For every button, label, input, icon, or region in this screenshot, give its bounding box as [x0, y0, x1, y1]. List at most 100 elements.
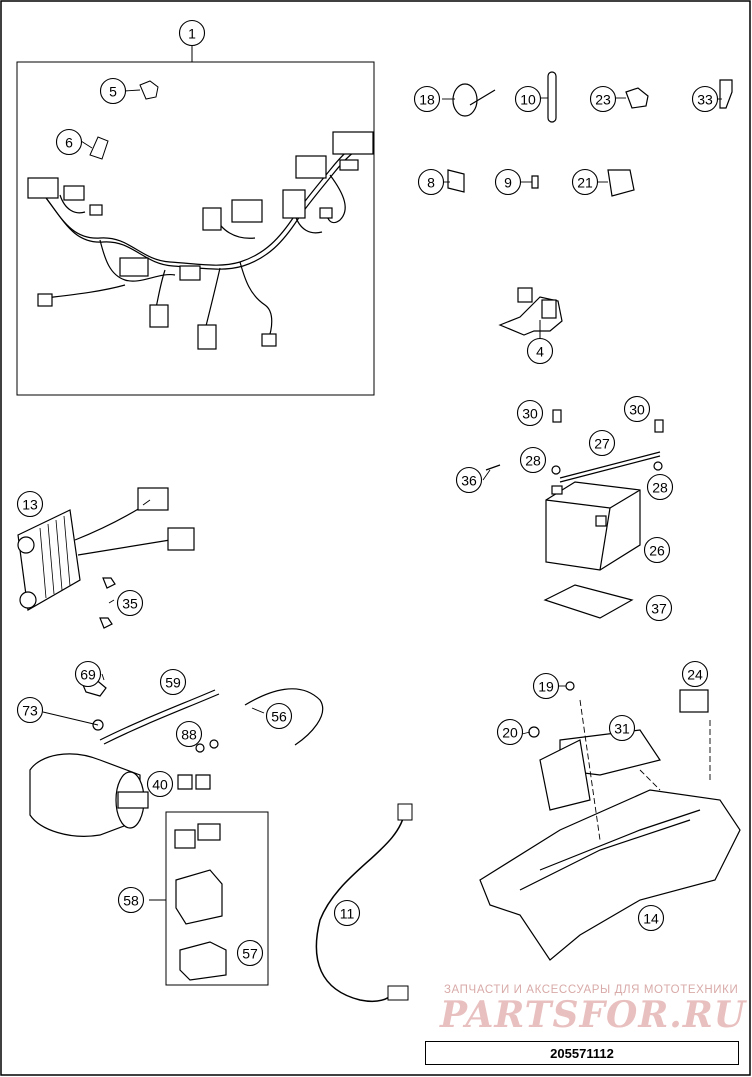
callout-circle — [519, 446, 547, 474]
callout-circle — [623, 395, 651, 423]
callout-c6: 6 — [55, 128, 83, 156]
drawing-number-box: 205571112 — [425, 1041, 739, 1065]
callout-circle — [494, 168, 522, 196]
callout-c19: 19 — [532, 672, 560, 700]
callout-c36: 36 — [455, 466, 483, 494]
callout-c28a: 28 — [519, 446, 547, 474]
callout-circle — [637, 904, 665, 932]
callout-circle — [74, 660, 102, 688]
callout-label: 6 — [65, 135, 73, 151]
callout-label: 19 — [538, 679, 554, 695]
callout-circle — [413, 85, 441, 113]
callout-c26: 26 — [643, 536, 671, 564]
callout-label: 40 — [152, 777, 168, 793]
watermark-subtitle: ЗАПЧАСТИ И АКСЕССУАРЫ ДЛЯ МОТОТЕХНИКИ — [444, 984, 739, 996]
harness-group-box — [16, 61, 375, 396]
small-parts-top — [447, 71, 733, 197]
callout-c1: 1 — [178, 19, 206, 47]
callout-c56: 56 — [265, 702, 293, 730]
harness-connectors — [27, 131, 374, 350]
callout-circle — [16, 490, 44, 518]
callout-c13: 13 — [16, 490, 44, 518]
callout-circle — [265, 702, 293, 730]
callout-circle — [175, 720, 203, 748]
watermark-logo: PARTSFOR.RU — [440, 994, 747, 1036]
callout-c8: 8 — [417, 168, 445, 196]
callout-label: 69 — [80, 667, 96, 683]
callout-circle — [116, 589, 144, 617]
callout-label: 14 — [643, 911, 659, 927]
callout-c21: 21 — [571, 168, 599, 196]
voltage-regulator — [17, 487, 195, 629]
callout-c69: 69 — [74, 660, 102, 688]
callout-circle — [417, 168, 445, 196]
callout-label: 23 — [595, 92, 611, 108]
callout-circle — [146, 770, 174, 798]
callout-circle — [645, 594, 673, 622]
drawing-number: 205571112 — [550, 1045, 614, 1061]
callout-label: 33 — [697, 92, 713, 108]
switch-bracket — [498, 287, 563, 336]
callout-c28b: 28 — [646, 473, 674, 501]
callout-label: 24 — [687, 667, 703, 683]
clip-part — [139, 80, 159, 100]
callout-c30b: 30 — [623, 395, 651, 423]
callout-circle — [16, 696, 44, 724]
callout-label: 20 — [502, 725, 518, 741]
callout-c9: 9 — [494, 168, 522, 196]
callout-circle — [236, 939, 264, 967]
callout-c23: 23 — [589, 85, 617, 113]
callout-label: 21 — [577, 175, 593, 191]
callout-label: 5 — [109, 84, 117, 100]
callout-c27: 27 — [588, 429, 616, 457]
callout-c31: 31 — [608, 714, 636, 742]
callout-circle — [589, 85, 617, 113]
callout-circle — [571, 168, 599, 196]
callout-label: 10 — [520, 92, 536, 108]
callout-label: 28 — [652, 480, 668, 496]
callout-c35: 35 — [116, 589, 144, 617]
relays — [174, 739, 227, 981]
callout-circle — [99, 77, 127, 105]
callout-circle — [516, 399, 544, 427]
callout-c30a: 30 — [516, 399, 544, 427]
callout-label: 8 — [427, 175, 435, 191]
callout-c73: 73 — [16, 696, 44, 724]
callout-label: 27 — [594, 436, 610, 452]
callout-label: 31 — [614, 721, 630, 737]
callout-c40: 40 — [146, 770, 174, 798]
callout-label: 58 — [123, 893, 139, 909]
callout-label: 57 — [242, 946, 258, 962]
callout-circle — [333, 899, 361, 927]
callout-circle — [526, 337, 554, 365]
callout-label: 37 — [651, 601, 667, 617]
callout-circle — [178, 19, 206, 47]
callout-circle — [691, 85, 719, 113]
assembly-lines — [579, 699, 711, 841]
callout-circle — [514, 85, 542, 113]
callout-label: 30 — [629, 402, 645, 418]
callout-circle — [646, 473, 674, 501]
callout-circle — [455, 466, 483, 494]
callout-circle — [159, 668, 187, 696]
starter-motor — [29, 753, 149, 837]
callout-label: 9 — [504, 175, 512, 191]
callout-c88: 88 — [175, 720, 203, 748]
callout-c5: 5 — [99, 77, 127, 105]
callout-c58: 58 — [117, 886, 145, 914]
callout-c59: 59 — [159, 668, 187, 696]
callout-c4: 4 — [526, 337, 554, 365]
callout-label: 18 — [419, 92, 435, 108]
callout-circle — [643, 536, 671, 564]
callout-label: 4 — [536, 344, 544, 360]
callout-c11: 11 — [333, 899, 361, 927]
sensor-cable — [315, 809, 406, 1003]
callout-c10: 10 — [514, 85, 542, 113]
callout-circle — [55, 128, 83, 156]
callout-label: 88 — [181, 727, 197, 743]
callout-label: 13 — [22, 497, 38, 513]
callout-c37: 37 — [645, 594, 673, 622]
